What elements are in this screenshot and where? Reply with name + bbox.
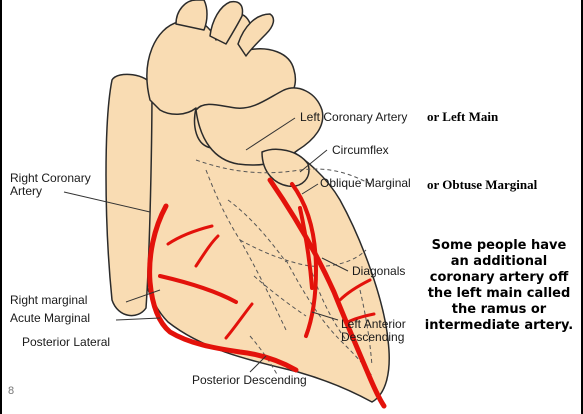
- aortic-branch-left: [176, 0, 207, 30]
- label-right-marginal: Right marginal: [10, 294, 87, 307]
- label-diagonals: Diagonals: [352, 265, 405, 278]
- label-circumflex: Circumflex: [332, 144, 389, 157]
- label-posterior-descending: Posterior Descending: [192, 374, 307, 387]
- label-left-coronary-artery: Left Coronary Artery: [300, 111, 407, 124]
- label-acute-marginal: Acute Marginal: [10, 312, 90, 325]
- slide-number: 8: [8, 385, 14, 397]
- label-right-coronary-artery: Right Coronary Artery: [10, 172, 94, 198]
- ramus-callout: Some people have an additional coronary …: [424, 238, 574, 334]
- label-oblique-marginal: Oblique Marginal: [320, 177, 411, 190]
- note-left-main: or Left Main: [427, 109, 498, 125]
- label-posterior-lateral: Posterior Lateral: [22, 336, 110, 349]
- label-left-anterior-descending: Left Anterior Descending: [341, 318, 421, 344]
- vena-cava: [106, 74, 152, 315]
- note-obtuse-marginal: or Obtuse Marginal: [427, 177, 537, 193]
